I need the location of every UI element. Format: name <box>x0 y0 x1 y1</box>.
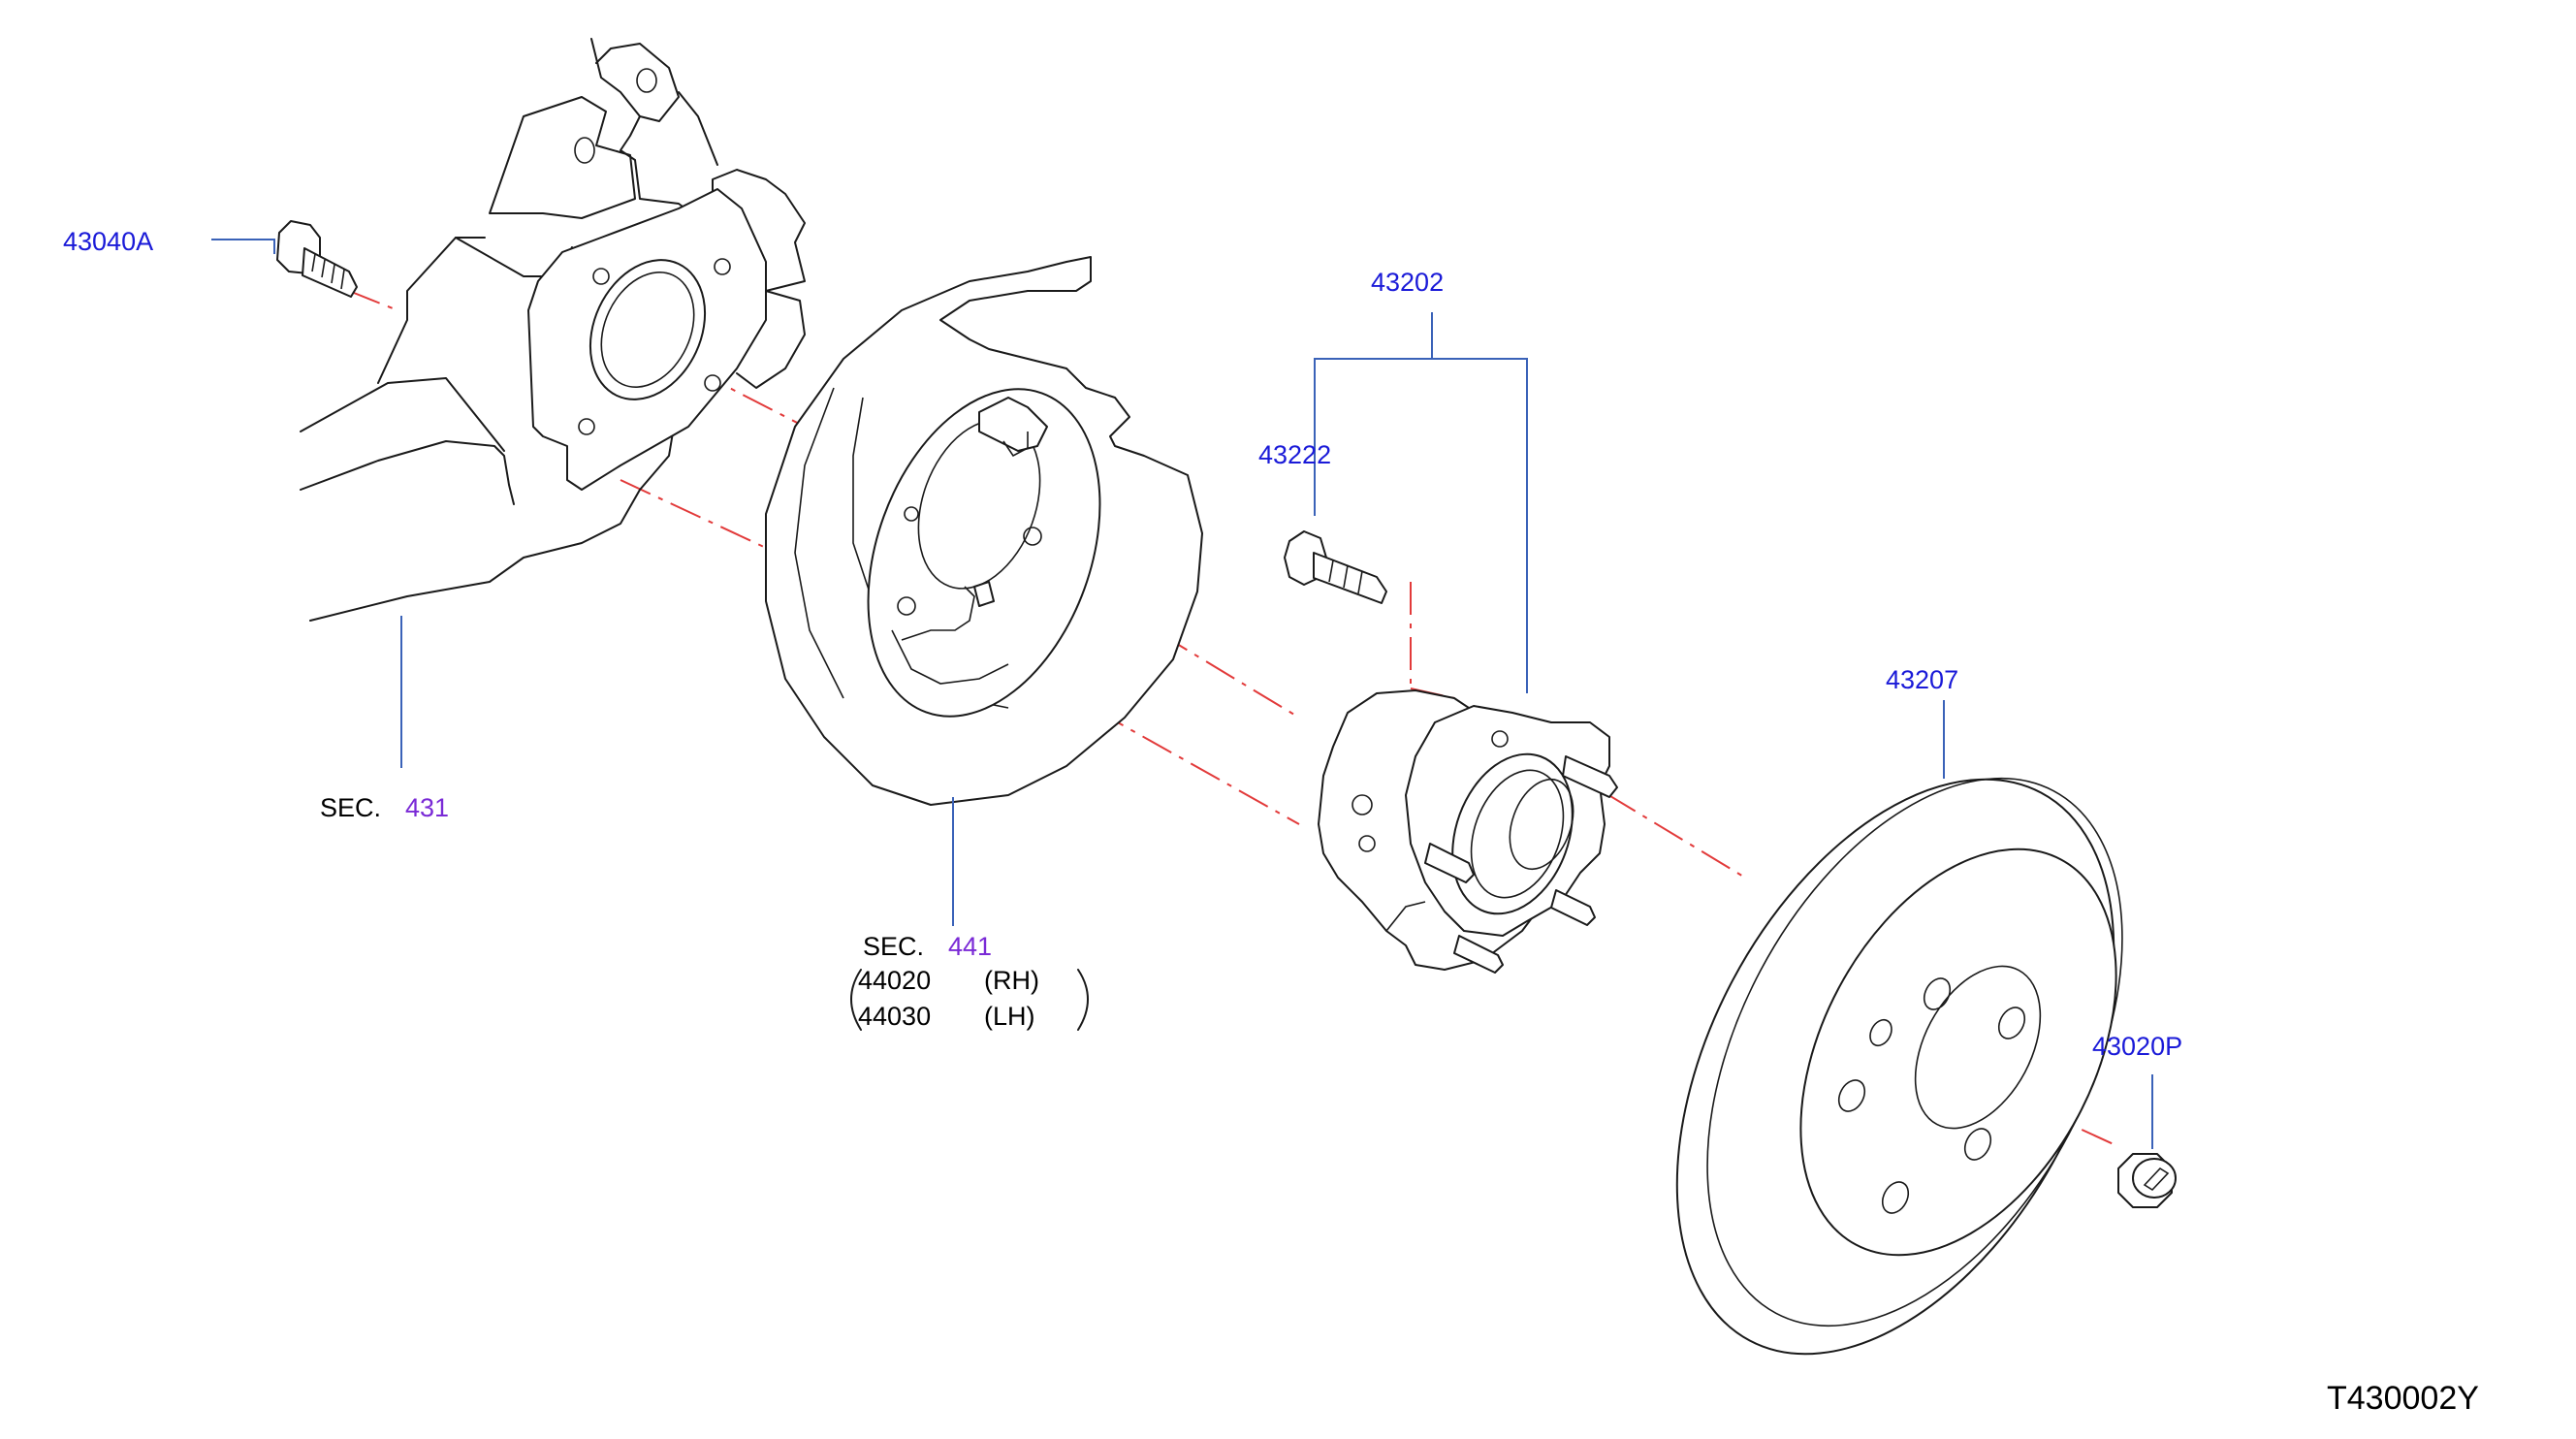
diagram-code: T430002Y <box>2327 1380 2479 1417</box>
label-43202: 43202 <box>1371 268 1444 297</box>
label-43020P: 43020P <box>2092 1032 2182 1061</box>
label-43040A: 43040A <box>63 227 153 256</box>
sec-441-number: 441 <box>948 932 992 961</box>
hub-bolt <box>1284 530 1387 604</box>
label-43207: 43207 <box>1886 665 1958 694</box>
sec-441-prefix: SEC. <box>863 932 924 961</box>
knuckle-drawing <box>300 38 806 622</box>
variant-lh-side: (LH) <box>984 1002 1035 1031</box>
variant-rh-part: 44020 <box>858 966 931 995</box>
knuckle-bolt <box>276 220 358 298</box>
sec-431-prefix: SEC. <box>320 793 381 822</box>
sec-431-number: 431 <box>405 793 449 822</box>
rotor-drawing <box>1675 777 2123 1356</box>
hub-assembly-drawing <box>1318 689 1618 974</box>
label-43222: 43222 <box>1258 440 1331 469</box>
backing-plate-drawing <box>765 256 1203 806</box>
variant-lh-part: 44030 <box>858 1002 931 1031</box>
leader-lines <box>211 239 2153 1149</box>
plug-drawing <box>2117 1153 2177 1208</box>
variant-brackets <box>850 969 1089 1031</box>
variant-rh-side: (RH) <box>984 966 1039 995</box>
